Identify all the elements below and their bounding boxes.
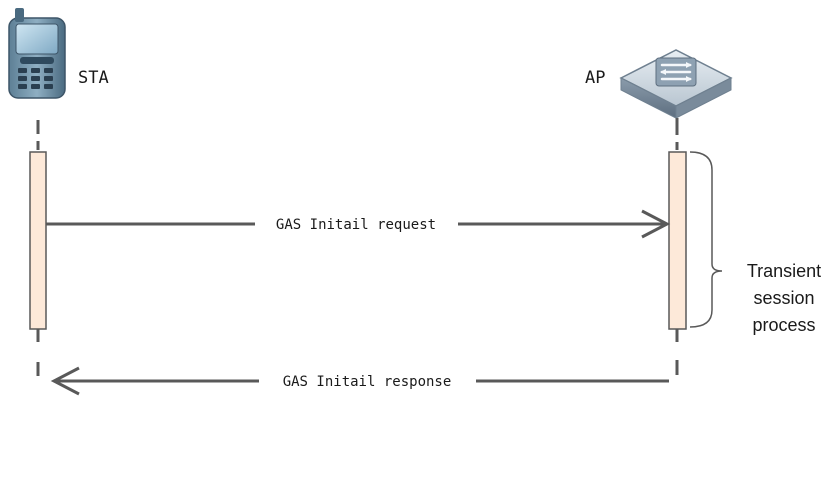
request-arrow bbox=[46, 209, 671, 239]
response-arrow bbox=[50, 366, 669, 396]
access-point-icon bbox=[619, 49, 733, 119]
annotation-line-2: session bbox=[753, 288, 814, 308]
participant-label-ap: AP bbox=[585, 68, 605, 88]
activation-bar-sta bbox=[29, 151, 47, 330]
response-label: GAS Initail response bbox=[283, 374, 452, 390]
mobile-phone-icon bbox=[8, 8, 66, 99]
participant-label-sta: STA bbox=[78, 68, 109, 88]
activation-bar-ap bbox=[668, 151, 687, 330]
request-label: GAS Initail request bbox=[276, 217, 436, 233]
annotation-line-1: Transient bbox=[747, 261, 821, 281]
annotation-line-3: process bbox=[752, 315, 815, 335]
curly-brace bbox=[689, 151, 723, 328]
